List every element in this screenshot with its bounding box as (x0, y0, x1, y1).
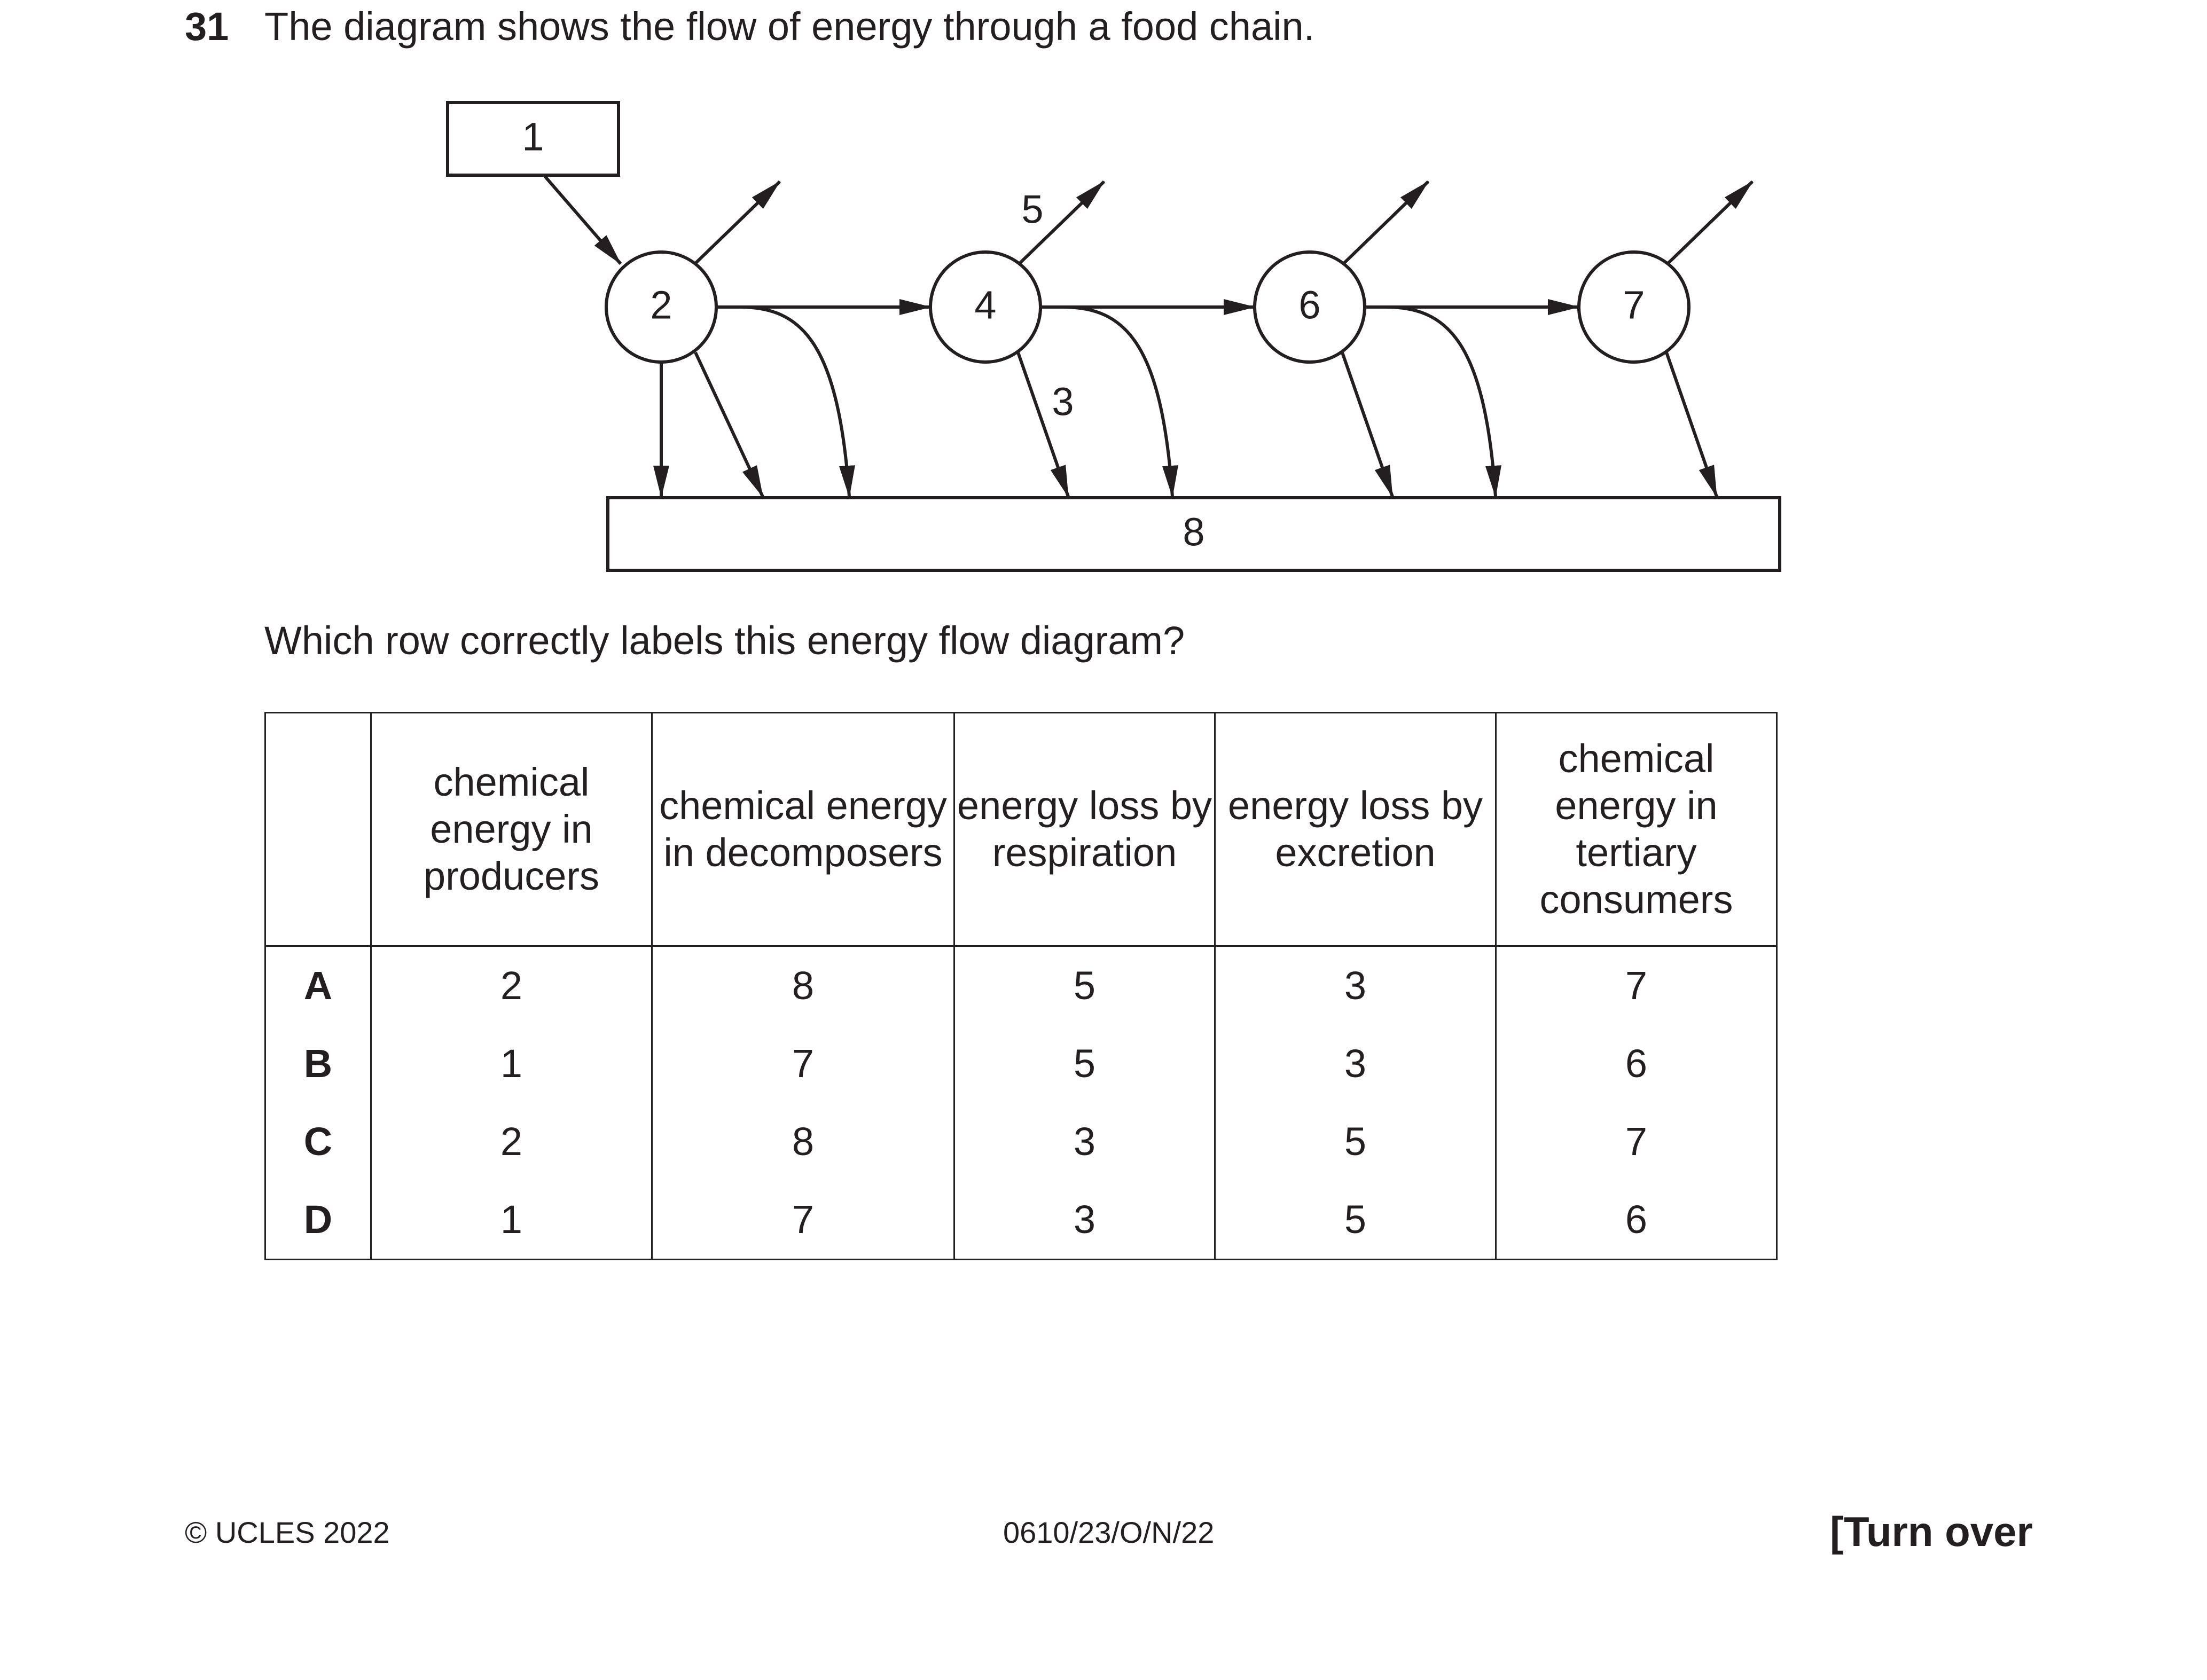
table-cell: 1 (370, 1025, 653, 1103)
table-cell: 7 (651, 1181, 955, 1260)
table-cell: 7 (1495, 946, 1778, 1025)
table-header-cell: energy loss by excretion (1214, 712, 1497, 947)
table-cell: 5 (953, 1025, 1216, 1103)
arrow-down-from-6 (1341, 352, 1394, 498)
table-cell: 3 (953, 1181, 1216, 1260)
sink-box (606, 496, 1781, 572)
table-cell: 5 (953, 946, 1216, 1025)
question-text: The diagram shows the flow of energy thr… (264, 4, 1315, 49)
arrow-up-from-7 (1666, 180, 1754, 265)
table-row: C 2 8 3 5 7 (264, 1103, 1778, 1181)
table-header-cell: chemical energy in decomposers (651, 712, 955, 947)
arrow-up-from-6 (1342, 180, 1430, 265)
row-key: D (264, 1181, 372, 1260)
table-cell: 5 (1214, 1103, 1497, 1181)
energy-flow-diagram: 1 8 2 4 6 7 5 3 (446, 101, 1781, 572)
source-box (446, 101, 620, 177)
arrow-up-from-4 (1018, 180, 1106, 265)
arrow-down-from-7 (1665, 352, 1718, 498)
question-number: 31 (185, 4, 229, 49)
arrow-source-to-node-2 (543, 175, 622, 265)
table-row: B 1 7 5 3 6 (264, 1025, 1778, 1103)
arrow-down-from-2 (694, 351, 764, 498)
source-box-label: 1 (522, 115, 544, 159)
curved-arrow-from-link-4-6 (1062, 305, 1178, 498)
table-row: A 2 8 5 3 7 (264, 946, 1778, 1025)
table-cell: 6 (1495, 1181, 1778, 1260)
answer-table: chemical energy in producers chemical en… (264, 712, 1778, 1260)
node-label-6: 6 (1298, 283, 1320, 327)
table-cell: 3 (953, 1103, 1216, 1181)
table-cell: 8 (651, 1103, 955, 1181)
table-header-cell (264, 712, 372, 947)
node-label-7: 7 (1623, 283, 1645, 327)
curved-arrow-from-link-2-4 (739, 305, 855, 498)
table-cell: 7 (651, 1025, 955, 1103)
table-cell: 3 (1214, 1025, 1497, 1103)
table-cell: 3 (1214, 946, 1497, 1025)
arrow-up-from-2 (694, 180, 781, 265)
footer-paper-code: 0610/23/O/N/22 (1003, 1516, 1215, 1549)
table-cell: 2 (370, 946, 653, 1025)
table-header-row: chemical energy in producers chemical en… (264, 712, 1778, 947)
table-row: D 1 7 3 5 6 (264, 1181, 1778, 1260)
arrow-label-3: 3 (1052, 380, 1074, 424)
row-key: A (264, 946, 372, 1025)
table-cell: 8 (651, 946, 955, 1025)
curved-arrow-from-link-6-7 (1386, 305, 1501, 498)
row-key: B (264, 1025, 372, 1103)
node-label-2: 2 (650, 283, 672, 327)
row-key: C (264, 1103, 372, 1181)
table-header-cell: energy loss by respiration (953, 712, 1216, 947)
question-prompt: Which row correctly labels this energy f… (264, 618, 1185, 663)
footer-copyright: © UCLES 2022 (185, 1516, 390, 1549)
table-cell: 5 (1214, 1181, 1497, 1260)
table-cell: 7 (1495, 1103, 1778, 1181)
table-cell: 1 (370, 1181, 653, 1260)
table-header-cell: chemical energy in producers (370, 712, 653, 947)
arrow-label-5: 5 (1021, 187, 1043, 232)
footer-turn-over: [Turn over (1830, 1508, 2033, 1555)
table-cell: 6 (1495, 1025, 1778, 1103)
arrow-down-from-4 (1016, 352, 1070, 498)
sink-box-label: 8 (1183, 510, 1204, 554)
table-cell: 2 (370, 1103, 653, 1181)
table-header-cell: chemical energy in tertiary consumers (1495, 712, 1778, 947)
node-label-4: 4 (974, 283, 996, 327)
